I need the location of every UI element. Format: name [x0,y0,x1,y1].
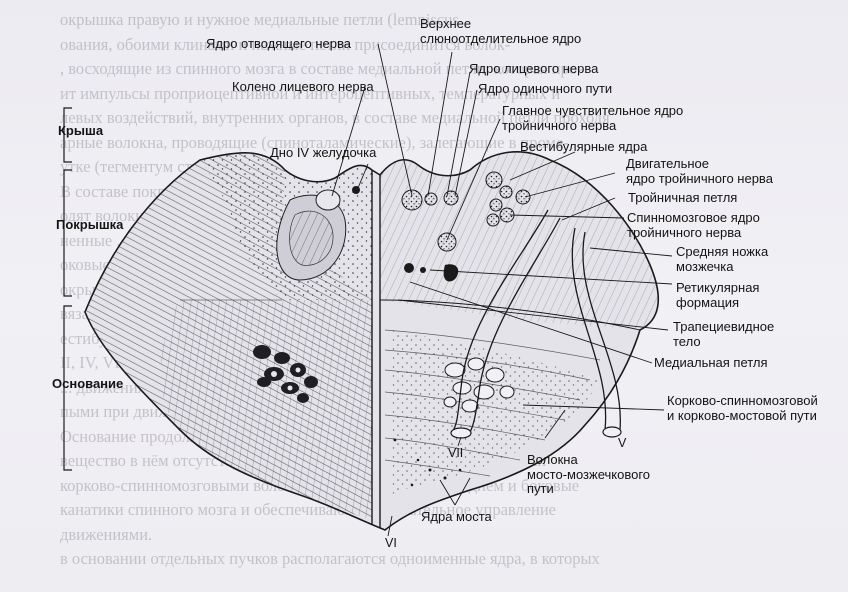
label-medialnaya-petlya: Медиальная петля [654,356,768,371]
label-korkovo-spinnomozgovoy: Корково-спинномозговой и корково-мостово… [667,394,818,423]
label-trapetsievidnoe: Трапециевидное тело [673,320,774,349]
label-volokna-mosto: Волокна мосто-мозжечкового пути [527,453,650,497]
label-troynichnaya-petlya: Тройничная петля [628,191,737,206]
left-base-hatching [161,300,372,520]
label-dno-iv: Дно IV желудочка [270,146,376,161]
label-yadra-mosta: Ядра моста [421,510,492,525]
label-koleno-litsevogo: Колено лицевого нерва [232,80,374,95]
label-dvigatelnoe-yadro: Двигательное ядро тройничного нерва [626,157,773,186]
label-nerve-V: V [618,436,626,451]
label-yadro-otvodyashchego: Ядро отводящего нерва [206,37,351,52]
label-osnovanie: Основание [52,377,123,392]
label-glavnoe-chuvstvitelnoe: Главное чувствительное ядро тройничного … [502,104,683,133]
label-krysha: Крыша [58,124,103,139]
label-nerve-VI: VI [385,536,397,551]
right-tegmentum-fibres [380,152,658,330]
region-brackets [64,108,72,470]
label-verhnee-sliunootdelitelnoe: Верхнее слюноотделительное ядро [420,17,581,46]
label-pokryshka: Покрышка [56,218,123,233]
label-srednyaya-nozhka: Средняя ножка мозжечка [676,245,768,274]
label-retikulyarnaya: Ретикулярная формация [676,281,759,310]
label-yadro-litsevogo: Ядро лицевого нерва [469,62,598,77]
label-nerve-VII: VII [448,446,463,461]
label-yadro-odinochnogo: Ядро одиночного пути [478,82,612,97]
label-spinnomozgovoe-yadro: Спинномозговое ядро тройничного нерва [627,211,760,240]
label-vestibulyarnye: Вестибулярные ядра [520,140,647,155]
nerve-VII-stump [451,428,471,438]
